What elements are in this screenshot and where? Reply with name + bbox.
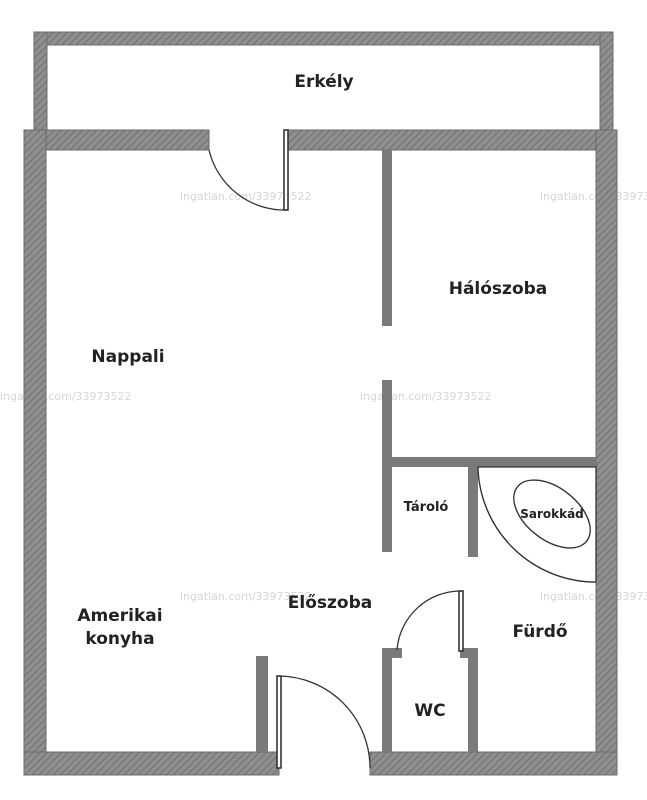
- corner-bathtub: [477, 466, 597, 583]
- watermark-text: ingatlan.com/33973522: [540, 190, 647, 203]
- watermark-text: ingatlan.com/33973522: [540, 590, 647, 603]
- watermark-text: ingatlan.com/33973522: [360, 0, 492, 1]
- room-label-haloszoba: Hálószoba: [449, 279, 548, 299]
- balcony-door: [208, 129, 289, 211]
- room-label-tarolo: Tároló: [404, 500, 449, 515]
- room-label-eloszoba: Előszoba: [288, 593, 372, 613]
- watermark-text: ingatlan.com/33973522: [180, 590, 312, 603]
- watermark-text: ingatlan.com/33973522: [0, 0, 132, 1]
- room-label-nappali: Nappali: [91, 347, 164, 367]
- watermark-text: ingatlan.com/33973522: [360, 390, 492, 403]
- outer-walls: [23, 129, 618, 776]
- room-label-konyha: konyha: [85, 629, 154, 649]
- fixture-label-sarokkad: Sarokkád: [520, 507, 584, 521]
- room-label-wc: WC: [414, 701, 445, 721]
- interior-walls: [256, 150, 596, 752]
- watermark-text: ingatlan.com/33973522: [180, 190, 312, 203]
- room-label-furdo: Fürdő: [512, 622, 567, 642]
- wc-door: [396, 590, 464, 652]
- watermark-text: ingatlan.com/33973522: [0, 390, 132, 403]
- room-label-erkely: Erkély: [294, 72, 353, 92]
- room-label-amerikai: Amerikai: [77, 606, 162, 626]
- entrance-door: [276, 675, 371, 769]
- balcony-walls: [33, 31, 614, 133]
